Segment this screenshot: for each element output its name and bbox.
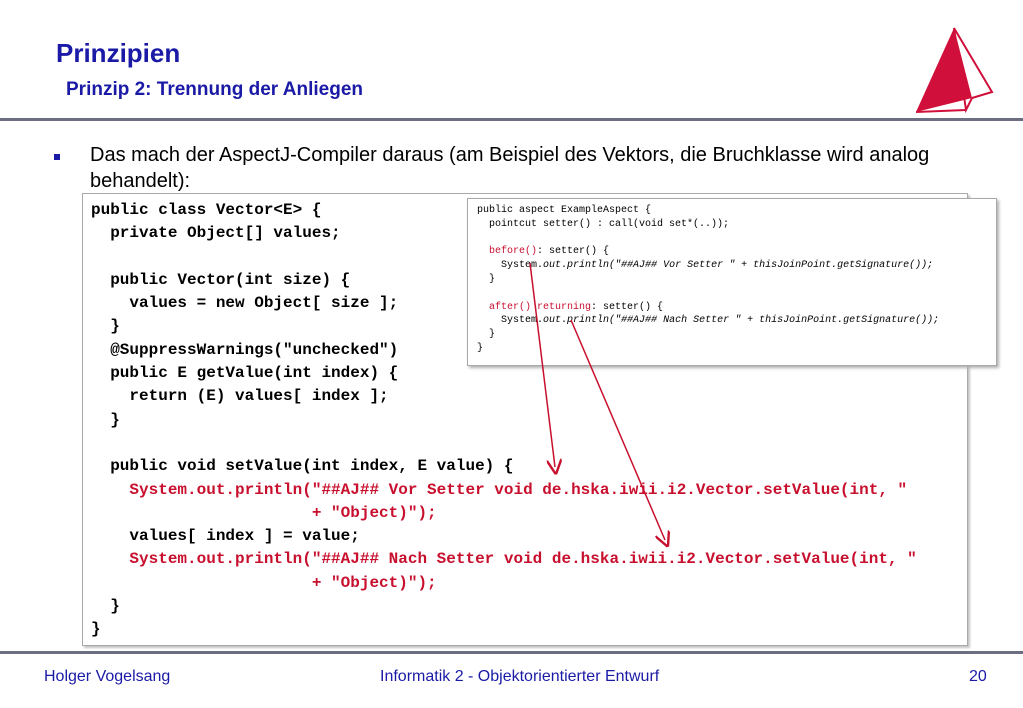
aspect-code-part: System.	[477, 315, 544, 327]
code-line: }	[91, 317, 120, 336]
aspect-code-box: public aspect ExampleAspect { pointcut s…	[467, 198, 997, 366]
code-line: private Object[] values;	[91, 224, 341, 243]
aspect-line: System.out.println("##AJ## Nach Setter "…	[477, 314, 939, 328]
code-line: values = new Object[ size ];	[91, 294, 399, 313]
aspect-line: }	[477, 342, 484, 354]
footer-course: Informatik 2 - Objektorientierter Entwur…	[380, 668, 660, 685]
code-line: public Vector(int size) {	[91, 270, 351, 289]
aspect-line: }	[477, 273, 496, 285]
aspect-line: after() returning: setter() {	[477, 301, 939, 315]
aspect-code-part: System.	[477, 260, 544, 272]
code-line: return (E) values[ index ];	[91, 387, 389, 406]
footer-author: Holger Vogelsang	[44, 668, 171, 685]
aspect-code: public aspect ExampleAspect { pointcut s…	[477, 204, 939, 356]
aspect-code-part: .	[561, 315, 568, 327]
footer-divider	[0, 651, 1023, 654]
page-title: Prinzipien	[56, 38, 181, 68]
page-number: 20	[969, 668, 987, 685]
before-arrow	[529, 262, 555, 467]
before-keyword: before()	[477, 246, 538, 258]
code-line: }	[91, 620, 101, 639]
aspect-line: before(): setter() {	[477, 245, 939, 259]
aspect-line: System.out.println("##AJ## Vor Setter " …	[477, 259, 939, 273]
code-line: public void setValue(int index, E value)…	[91, 457, 514, 476]
code-line: public class Vector<E> {	[91, 201, 322, 219]
code-line: public E getValue(int index) {	[91, 364, 399, 383]
code-line-generated: System.out.println("##AJ## Vor Setter vo…	[91, 480, 908, 499]
aspect-line: }	[477, 329, 496, 341]
page-subtitle: Prinzip 2: Trennung der Anliegen	[66, 79, 363, 100]
code-line: values[ index ] = value;	[91, 527, 360, 546]
code-line: @SuppressWarnings("unchecked")	[91, 340, 399, 359]
aspect-line: pointcut setter() : call(void set*(..));	[477, 218, 730, 230]
aspect-code-part: println("##AJ## Vor Setter " + thisJoinP…	[567, 260, 934, 272]
code-line-generated: + "Object)");	[91, 573, 437, 592]
bullet-text: Das mach der AspectJ-Compiler daraus (am…	[90, 144, 930, 192]
sail-logo-icon	[915, 27, 994, 114]
vector-code-box: public class Vector<E> { private Object[…	[82, 193, 968, 646]
aspect-code-part: out	[543, 315, 562, 327]
aspect-line-rest: : setter() {	[591, 301, 664, 313]
code-line: }	[91, 410, 120, 429]
code-line-generated: + "Object)");	[91, 503, 437, 522]
vector-code: public class Vector<E> { private Object[…	[91, 199, 917, 642]
code-line-generated: System.out.println("##AJ## Nach Setter v…	[91, 550, 917, 569]
aspect-code-part: .	[561, 260, 568, 272]
square-bullet-icon	[54, 154, 60, 160]
aspect-line: public aspect ExampleAspect {	[477, 205, 652, 216]
after-arrow	[570, 319, 665, 540]
code-line: }	[91, 597, 120, 616]
aspect-line-rest: : setter() {	[537, 246, 610, 258]
header-divider	[0, 118, 1023, 121]
after-returning-keyword: after() returning	[477, 301, 592, 313]
aspect-code-part: out	[543, 260, 562, 272]
aspect-code-part: println("##AJ## Nach Setter " + thisJoin…	[567, 315, 940, 327]
